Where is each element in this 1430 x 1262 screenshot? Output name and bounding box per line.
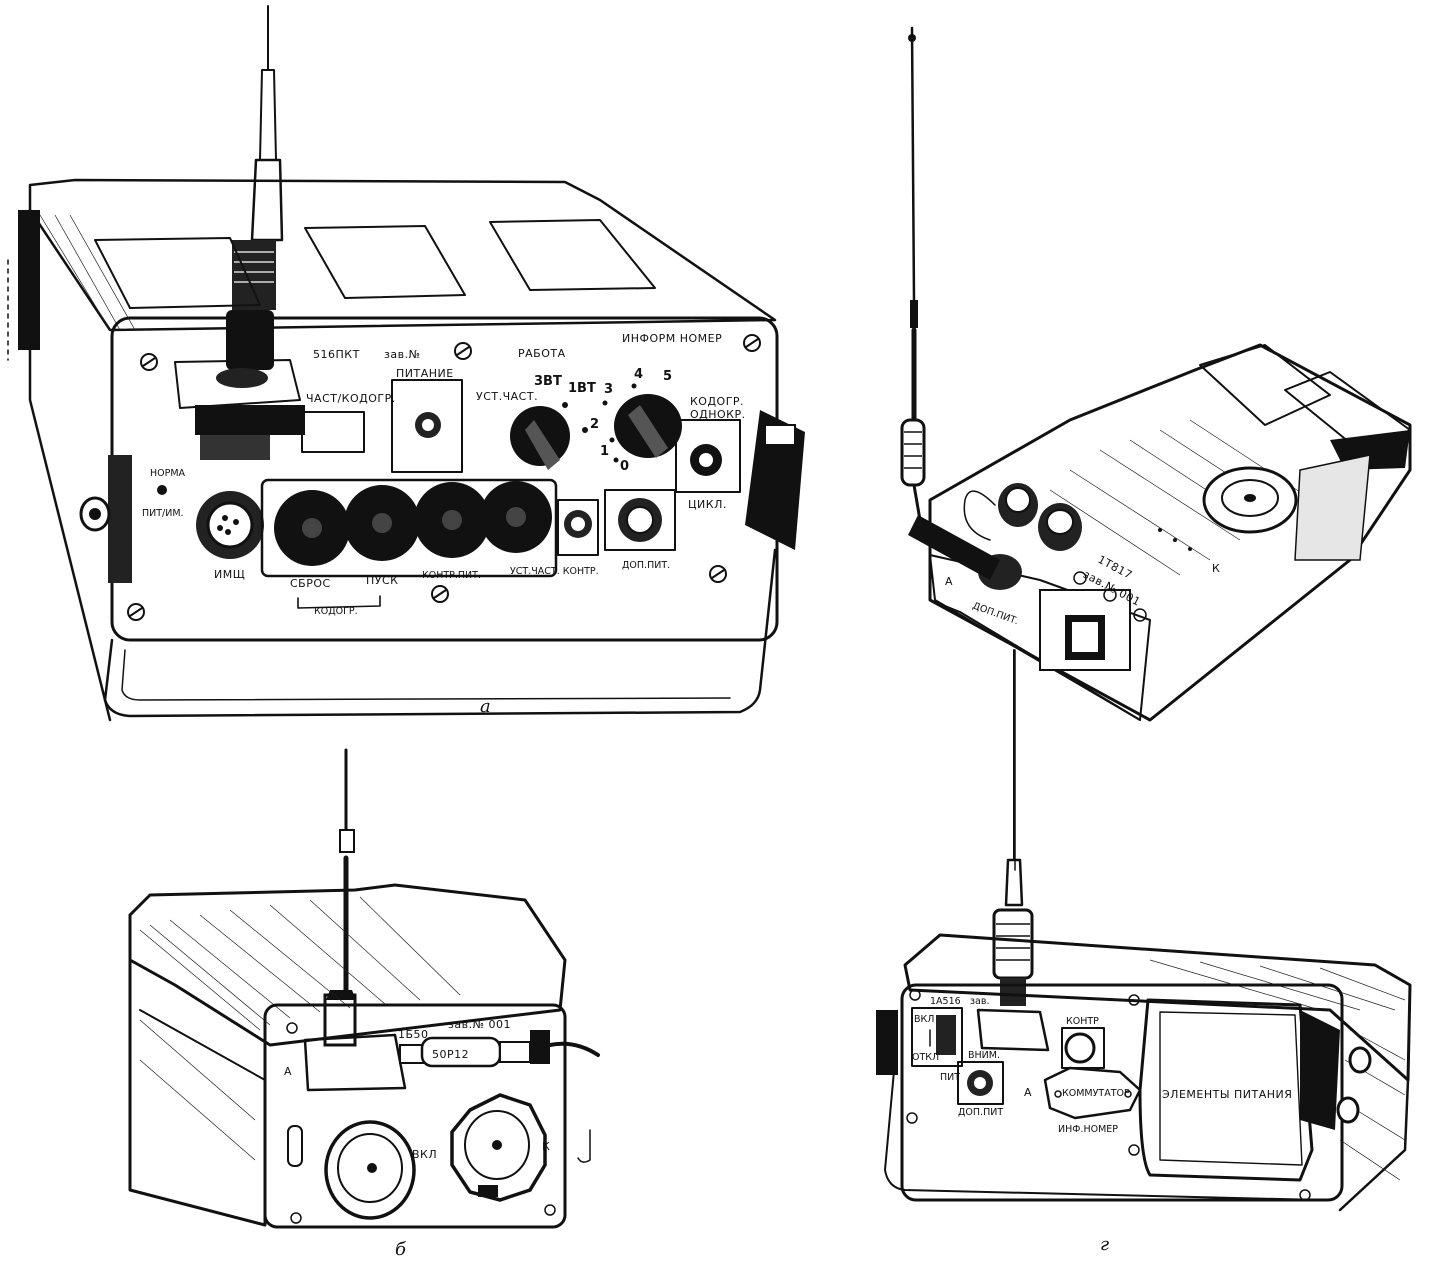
device-v-label-k: К [1212,562,1220,575]
device-g-otkl: ОТКЛ [912,1052,939,1063]
device-a-big-buttons [274,481,552,566]
device-g-dop-pit: ДОП.ПИТ [958,1107,1003,1118]
device-a-sbros: СБРОС [290,577,331,590]
device-a-rabota: РАБОТА [518,347,566,360]
device-b-model: 1Б50 [398,1028,429,1041]
device-g-vkl: ВКЛ [914,1014,934,1025]
device-a-pusk: ПУСК [366,574,398,587]
device-g-inf-nomer: ИНФ.НОМЕР [1058,1124,1118,1135]
device-b-vkl: ВКЛ [412,1148,437,1161]
device-a-chast-kodogr: ЧАСТ/КОДОГР. [306,392,396,405]
device-a-dial-5: 5 [663,369,672,384]
device-a-3vt: 3ВТ [534,374,562,389]
device-a-kodogr-bracket: КОДОГР. [314,606,358,617]
device-a-norma: НОРМА [150,468,186,479]
device-v-antenna [900,26,926,522]
device-b-serial: зав.№ 001 [448,1018,511,1031]
device-a-dial-1: 1 [600,444,609,459]
device-a-model: 516ПКТ [313,348,360,361]
device-v-knobs [963,483,1082,551]
device-v-label-a: А [945,575,953,588]
device-b-vkl-cap [324,1120,416,1220]
device-b-front-panel [263,1003,567,1229]
device-a-dial-0: 0 [620,459,629,474]
device-g-vnim: ВНИМ. [968,1050,1000,1061]
device-a-power-knob [510,402,588,470]
device-b-antenna [323,748,357,1047]
device-a-dop-pit: ДОП.ПИТ. [622,560,670,571]
device-b: 1Б50 зав.№ 001 50Р12 А ВКЛ К б [128,748,600,1260]
device-b-label-k: К [542,1140,550,1153]
device-a-right-handle [745,410,805,550]
device-a-screws [127,334,761,621]
device-a-kontr-pit: КОНТР.ПИТ. [422,570,481,581]
device-a-imsh: ИМЩ [214,568,245,581]
device-a-kodogr: КОДОГР. [690,395,744,408]
caption-a: а [480,696,491,717]
device-a-inform-nomer: ИНФОРМ НОМЕР [622,332,722,345]
device-a-pitanie: ПИТАНИЕ [396,367,454,380]
device-g-pit: ПИТ [940,1072,960,1083]
device-a: 516ПКТ зав.№ РАБОТА ИНФОРМ НОМЕР ПИТАНИЕ… [7,5,805,722]
device-g-model: 1А516 [930,996,961,1007]
caption-g: г [1100,1234,1109,1255]
device-a-antenna [216,5,284,388]
device-g-kommutator: КОММУТАТОР [1062,1088,1130,1099]
device-b-k-cap [450,1093,547,1202]
device-a-ust-chast-kontr: УСТ.ЧАСТ. КОНТР. [510,566,599,577]
device-g-elementy: ЭЛЕМЕНТЫ ПИТАНИЯ [1162,1088,1292,1101]
device-a-left-handle [79,455,132,583]
device-a-dial-2: 2 [590,417,599,432]
device-g: 1А516 зав. ВКЛ ОТКЛ ВНИМ. ПИТ ДОП.ПИТ КО… [876,649,1412,1255]
device-a-ust-chast: УСТ.ЧАСТ. [476,390,538,403]
device-a-tsikl: ЦИКЛ. [688,498,727,511]
device-a-odnokr: ОДНОКР. [690,408,746,421]
device-a-imsh-connector [196,491,264,559]
device-b-label-a: А [284,1065,292,1078]
device-g-kontr: КОНТР [1066,1016,1099,1027]
device-a-1vt: 1ВТ [568,381,596,396]
device-a-pit-im: ПИТ/ИМ. [142,508,184,519]
device-a-inform-knob [602,383,682,463]
device-a-serial: зав.№ [384,348,421,361]
device-g-front-panel [900,983,1344,1202]
device-v-round-cap [1202,466,1298,534]
device-b-connector: 50Р12 [432,1048,469,1061]
device-a-dial-4: 4 [634,367,643,382]
device-g-label-a: А [1024,1086,1032,1099]
device-a-dial-3: 3 [604,382,613,397]
device-g-serial: зав. [970,996,990,1007]
device-g-antenna [992,649,1034,1006]
device-v: 1Т817 зав.№ 001 А ДОП.ПИТ. К [900,26,1412,871]
caption-b: б [395,1239,407,1260]
